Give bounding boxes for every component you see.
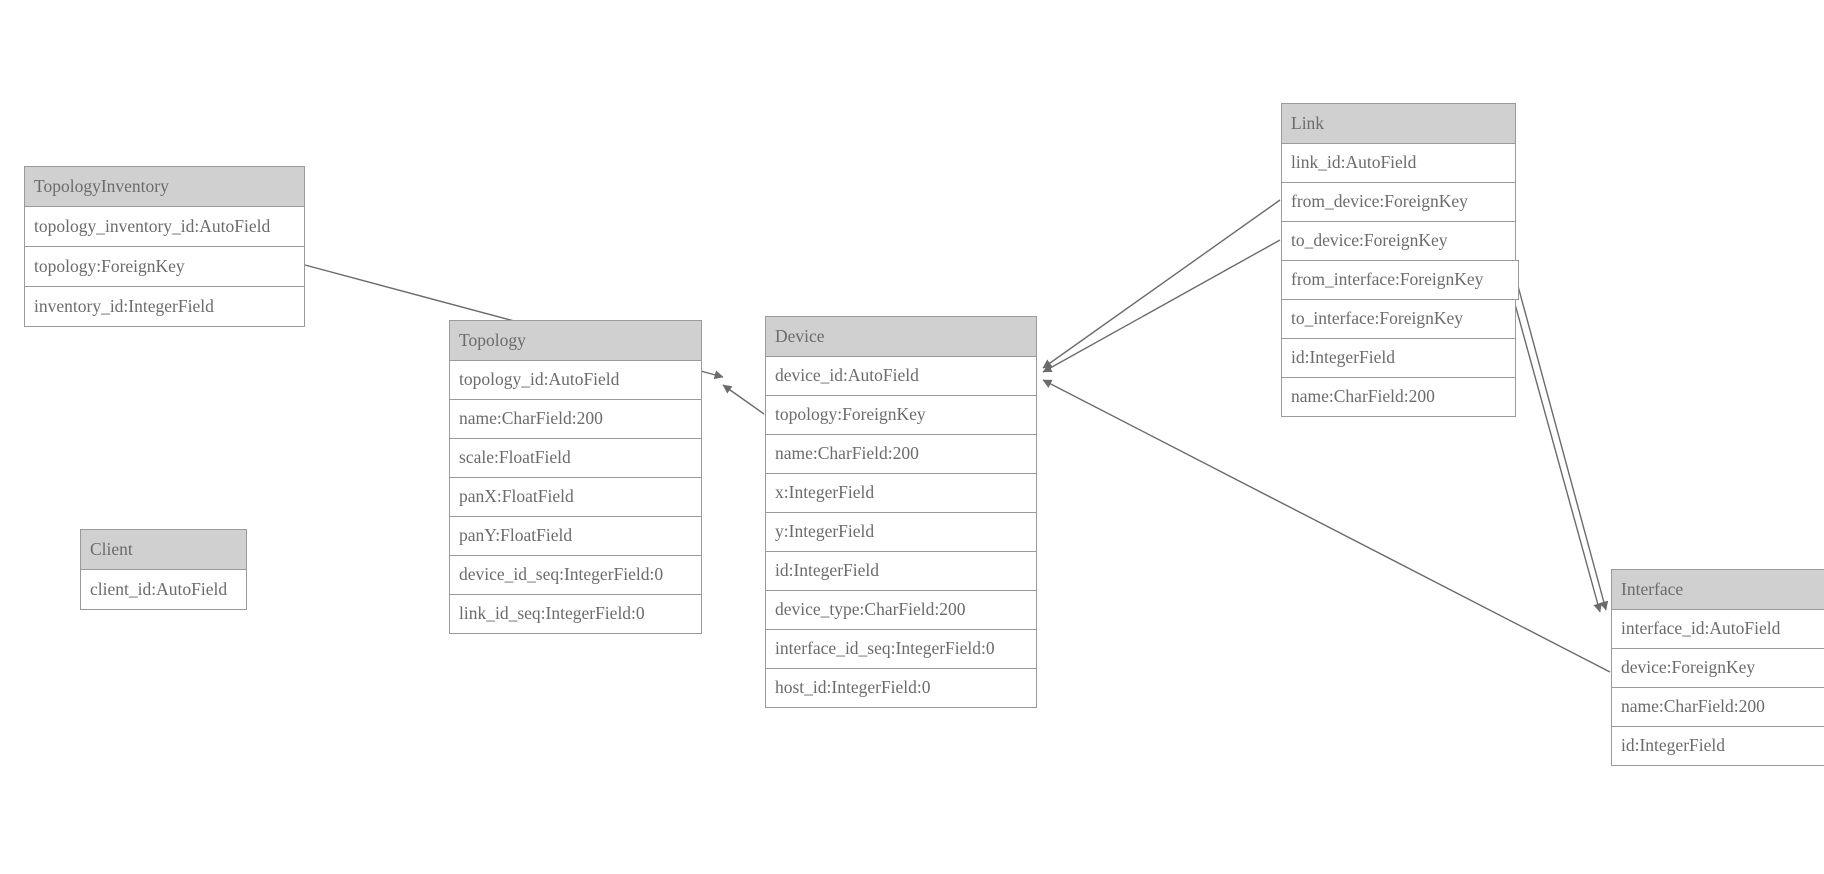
field-row[interactable]: id:IntegerField: [765, 551, 1037, 591]
field-row[interactable]: link_id_seq:IntegerField:0: [449, 594, 702, 634]
entity-interface[interactable]: Interface interface_id:AutoField device:…: [1611, 569, 1824, 766]
entity-title-topologyinventory: TopologyInventory: [24, 166, 305, 207]
entity-title-link: Link: [1281, 103, 1516, 144]
entity-title-topology: Topology: [449, 320, 702, 361]
field-row[interactable]: interface_id:AutoField: [1611, 609, 1824, 649]
field-row[interactable]: from_device:ForeignKey: [1281, 182, 1516, 222]
entity-title-device: Device: [765, 316, 1037, 357]
field-row[interactable]: topology:ForeignKey: [24, 246, 305, 287]
field-row[interactable]: name:CharField:200: [1281, 377, 1516, 417]
entity-device[interactable]: Device device_id:AutoField topology:Fore…: [765, 316, 1037, 708]
field-row[interactable]: device:ForeignKey: [1611, 648, 1824, 688]
field-row[interactable]: scale:FloatField: [449, 438, 702, 478]
edge-link-from-device-to-device: [1042, 199, 1281, 369]
field-row[interactable]: y:IntegerField: [765, 512, 1037, 552]
field-row[interactable]: device_type:CharField:200: [765, 590, 1037, 630]
field-row[interactable]: topology:ForeignKey: [765, 395, 1037, 435]
entity-topology[interactable]: Topology topology_id:AutoField name:Char…: [449, 320, 702, 634]
field-row[interactable]: topology_inventory_id:AutoField: [24, 206, 305, 247]
edge-device-to-topology: [722, 384, 765, 415]
entity-link[interactable]: Link link_id:AutoField from_device:Forei…: [1281, 103, 1519, 417]
entity-title-client: Client: [80, 529, 247, 570]
edge-interface-to-device: [1042, 379, 1611, 673]
field-row[interactable]: topology_id:AutoField: [449, 360, 702, 400]
field-row[interactable]: from_interface:ForeignKey: [1281, 260, 1519, 300]
field-row[interactable]: panX:FloatField: [449, 477, 702, 517]
field-row[interactable]: to_device:ForeignKey: [1281, 221, 1516, 261]
field-row[interactable]: link_id:AutoField: [1281, 143, 1516, 183]
field-row[interactable]: to_interface:ForeignKey: [1281, 299, 1516, 339]
edge-link-from-interface-to-interface: [1517, 285, 1609, 611]
field-row[interactable]: x:IntegerField: [765, 473, 1037, 513]
field-row[interactable]: device_id:AutoField: [765, 356, 1037, 396]
field-row[interactable]: device_id_seq:IntegerField:0: [449, 555, 702, 595]
field-row[interactable]: interface_id_seq:IntegerField:0: [765, 629, 1037, 669]
entity-topologyinventory[interactable]: TopologyInventory topology_inventory_id:…: [24, 166, 305, 327]
field-row[interactable]: name:CharField:200: [765, 434, 1037, 474]
field-row[interactable]: name:CharField:200: [449, 399, 702, 439]
edge-link-to-interface-to-interface: [1509, 285, 1603, 613]
field-row[interactable]: inventory_id:IntegerField: [24, 286, 305, 327]
field-row[interactable]: panY:FloatField: [449, 516, 702, 556]
field-row[interactable]: id:IntegerField: [1611, 726, 1824, 766]
field-row[interactable]: name:CharField:200: [1611, 687, 1824, 727]
field-row[interactable]: id:IntegerField: [1281, 338, 1516, 378]
field-row[interactable]: host_id:IntegerField:0: [765, 668, 1037, 708]
edge-link-to-device-to-device: [1042, 239, 1281, 373]
entity-title-interface: Interface: [1611, 569, 1824, 610]
field-row[interactable]: client_id:AutoField: [80, 569, 247, 610]
entity-client[interactable]: Client client_id:AutoField: [80, 529, 247, 610]
